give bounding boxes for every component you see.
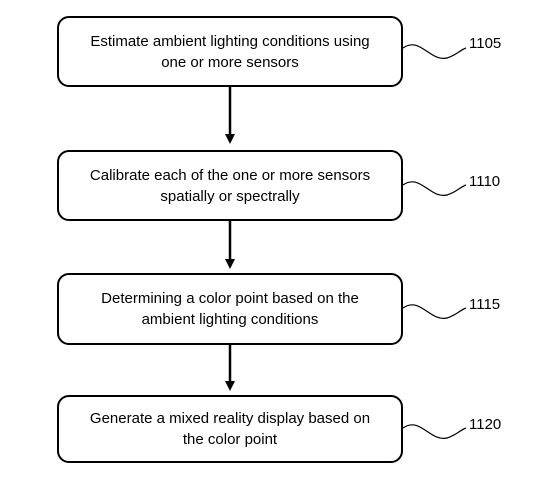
step-box-1105: Estimate ambient lighting conditions usi… [57, 16, 403, 87]
step-1115-line1: Determining a color point based on the [101, 290, 359, 307]
ref-label-1110: 1110 [469, 173, 501, 190]
step-1105-line2: one or more sensors [161, 53, 299, 71]
ref-label-1105: 1105 [469, 35, 502, 52]
step-1110-line2: spatially or spectrally [160, 187, 300, 205]
leader-line-1105 [402, 44, 467, 59]
step-1120-line2: the color point [182, 431, 278, 448]
step-box-1110: Calibrate each of the one or more sensor… [57, 150, 403, 221]
step-1115-line2: ambient lighting conditions [141, 311, 319, 328]
step-box-1115: Determining a color point based on the a… [57, 273, 403, 345]
step-box-1120: Generate a mixed reality display based o… [57, 395, 403, 463]
leader-line-1110 [402, 181, 467, 196]
step-1120-line1: Generate a mixed reality display based o… [89, 410, 371, 427]
ref-label-1120: 1120 [469, 416, 502, 433]
ref-label-1115: 1115 [469, 296, 501, 313]
step-1105-line1: Estimate ambient lighting conditions usi… [90, 32, 370, 50]
leader-line-1115 [402, 304, 467, 319]
leader-line-1120 [402, 424, 467, 439]
step-1110-line1: Calibrate each of the one or more sensor… [89, 166, 371, 184]
